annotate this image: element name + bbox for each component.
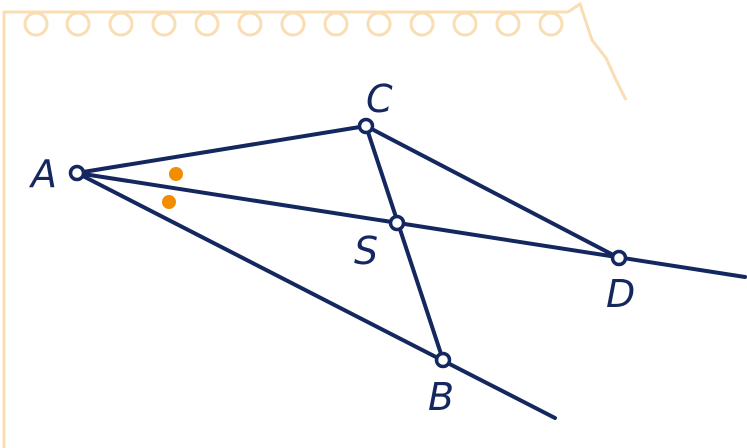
vertex-b [434,351,452,369]
ring [151,11,177,37]
vertex-a [68,164,86,182]
angle-marks [162,167,183,209]
ring [495,11,521,37]
paper-torn-corner [567,1,628,101]
notebook-paper-border [2,1,628,448]
angle-mark-dot [169,167,183,181]
point-labels: A C S D B [28,77,635,419]
ring [366,11,392,37]
ray-ab [75,171,557,420]
label-c: C [366,77,393,121]
ray-ad [75,171,747,279]
notebook-rings [23,11,564,37]
segment-ac [75,124,368,175]
ring [452,11,478,37]
vertex-d [610,249,628,267]
segment-cd [364,124,621,260]
vertices [68,117,628,369]
label-b: B [428,375,454,419]
label-s: S [354,229,378,273]
vertex-c [357,117,375,135]
segments [75,124,747,420]
ring [409,11,435,37]
label-a: A [28,152,57,196]
ring [323,11,349,37]
angle-mark-dot [162,195,176,209]
ring [108,11,134,37]
vertex-s [388,214,406,232]
ring [538,11,564,37]
label-d: D [606,272,635,316]
ring [237,11,263,37]
ring [23,11,49,37]
segment-cb [364,124,445,362]
ring [194,11,220,37]
ring [65,11,91,37]
ring [280,11,306,37]
